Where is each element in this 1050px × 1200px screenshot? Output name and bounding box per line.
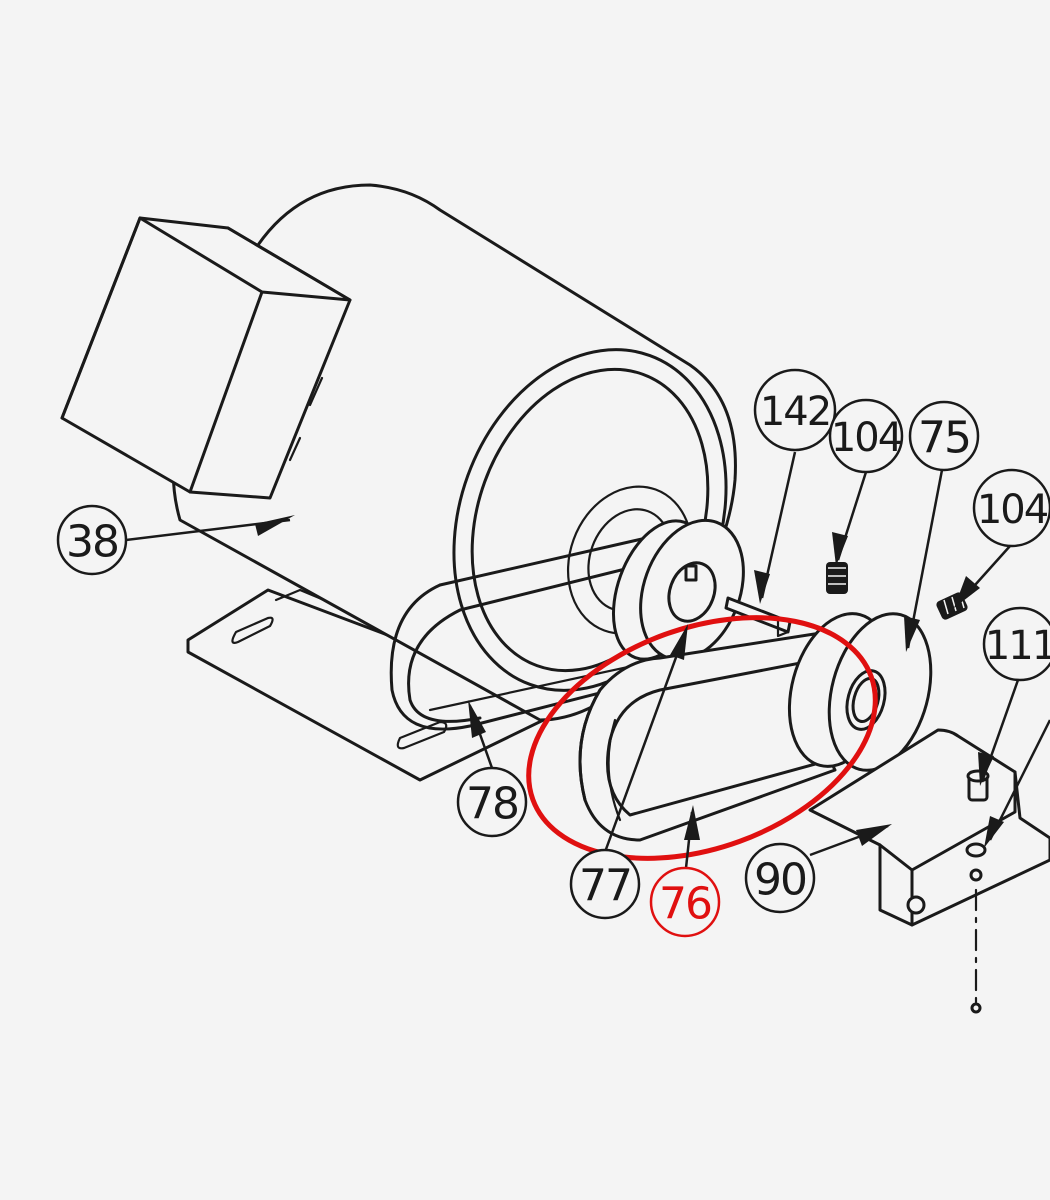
callout-77: 77 <box>569 848 641 920</box>
highlight-ring <box>526 615 878 861</box>
leader-lines <box>125 451 1050 869</box>
callout-75-label: 75 <box>918 413 970 464</box>
callout-104-right: 104 <box>972 468 1050 548</box>
mounting-bracket <box>808 728 1050 1014</box>
bracket-screw-bottom <box>965 842 987 858</box>
callout-90: 90 <box>744 842 816 914</box>
callout-78: 78 <box>456 766 528 838</box>
callout-104-upper-label: 104 <box>831 415 902 461</box>
callout-142: 142 <box>753 368 837 452</box>
callout-104-right-label: 104 <box>977 487 1048 533</box>
callout-111: 111 <box>982 606 1050 682</box>
callout-77-label: 77 <box>579 861 631 912</box>
callout-90-label: 90 <box>754 855 806 906</box>
callout-76: 76 <box>649 866 721 938</box>
callout-111-label: 111 <box>985 623 1050 669</box>
callout-75: 75 <box>908 400 980 472</box>
callout-104-upper: 104 <box>828 398 904 474</box>
callout-38-label: 38 <box>66 517 118 568</box>
callout-76-label: 76 <box>659 879 711 930</box>
shaft-key <box>724 596 792 638</box>
callout-142-label: 142 <box>760 389 830 435</box>
junction-box <box>60 216 352 500</box>
motor-pulley <box>611 518 745 662</box>
set-screw-1 <box>826 562 848 594</box>
callout-78-label: 78 <box>466 779 518 830</box>
callout-38: 38 <box>56 504 128 576</box>
